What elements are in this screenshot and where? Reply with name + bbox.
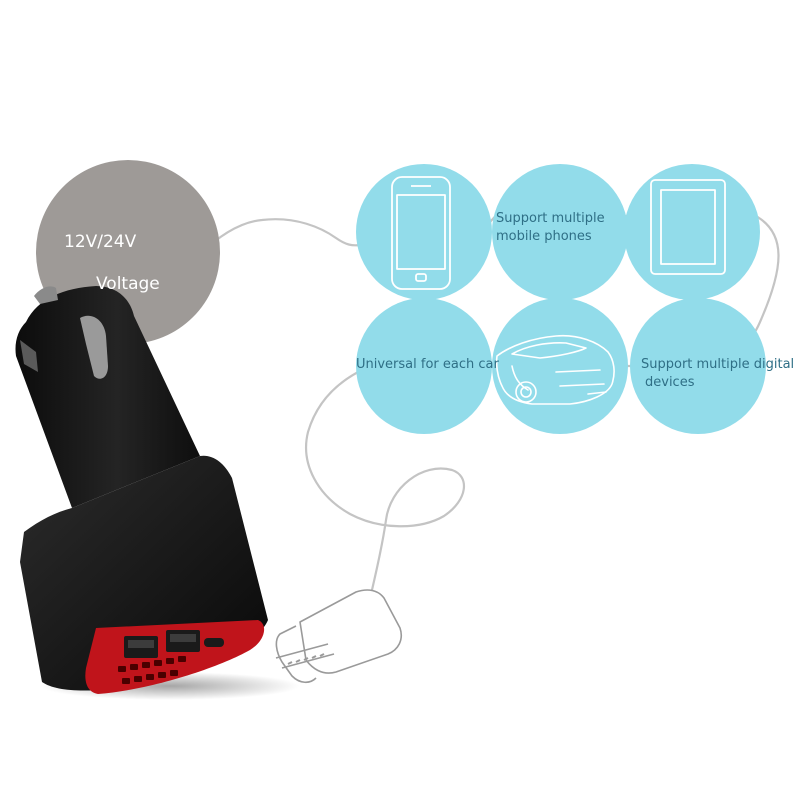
- sports-car-icon: [495, 334, 615, 405]
- phones-text-bubble: [492, 164, 628, 300]
- digital-label-line2: devices: [645, 375, 695, 390]
- vent-slots: [118, 656, 186, 684]
- usb-c-port: [204, 638, 224, 647]
- metal-clip: [80, 315, 108, 379]
- car-label: Universal for each car: [356, 357, 499, 372]
- tablet-icon: [650, 179, 726, 275]
- usb-c-connector-icon: [275, 589, 403, 684]
- metal-tip: [34, 286, 58, 304]
- digital-label-line1: Support multiple digital: [641, 357, 795, 372]
- phone-bubble: [356, 164, 492, 300]
- car-bubble: [492, 298, 628, 434]
- car-charger: [15, 286, 268, 694]
- phones-label-line1: Support multiple: [496, 211, 605, 226]
- digital-text-bubble: [630, 298, 766, 434]
- usb-port-1: [124, 636, 158, 658]
- smartphone-icon: [391, 176, 451, 290]
- tablet-bubble: [624, 164, 760, 300]
- voltage-value: 12V/24V: [64, 232, 137, 252]
- phones-label-line2: mobile phones: [496, 229, 592, 244]
- usb-port-2: [166, 630, 200, 652]
- charger-barrel: [15, 286, 201, 508]
- car-text-bubble: [356, 298, 492, 434]
- voltage-label: Voltage: [96, 274, 160, 294]
